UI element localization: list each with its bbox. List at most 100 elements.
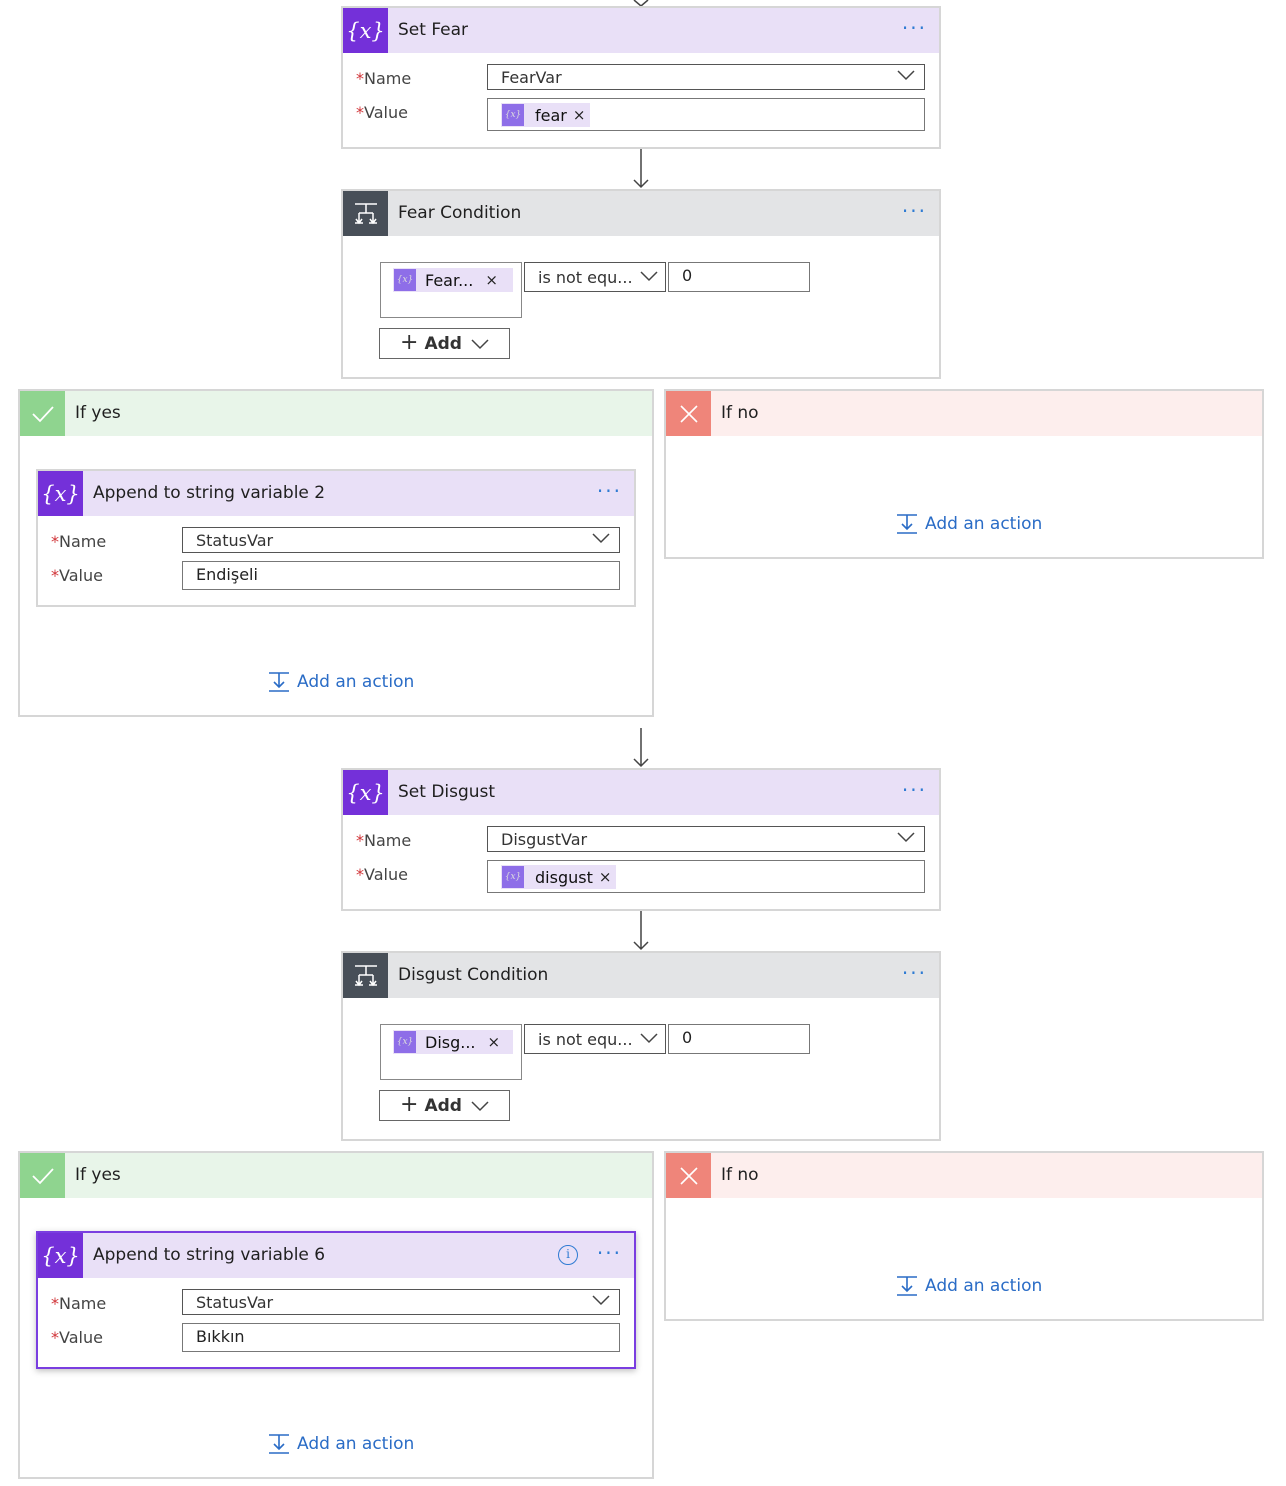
fear-condition-header[interactable]: Fear Condition ···: [343, 191, 939, 236]
condition-operand-box[interactable]: {x} Disg... ×: [380, 1024, 522, 1080]
branch-title: If no: [721, 403, 759, 423]
check-icon: [20, 391, 65, 436]
add-condition-button[interactable]: + Add: [379, 328, 510, 359]
disgust-condition-card[interactable]: Disgust Condition ··· {x} Disg... × is n…: [341, 951, 941, 1141]
disgust-if-yes-branch: If yes {x} Append to string variable 6 i…: [18, 1151, 654, 1479]
connector-arrow: [633, 911, 649, 951]
value-label: *Value: [51, 1328, 103, 1347]
dynamic-content-token[interactable]: {x} fear ×: [501, 103, 591, 127]
add-condition-button[interactable]: + Add: [379, 1090, 510, 1121]
card-title: Append to string variable 2: [93, 483, 326, 503]
info-icon[interactable]: i: [558, 1245, 578, 1265]
set-disgust-header[interactable]: {x} Set Disgust ···: [343, 770, 939, 815]
action-header[interactable]: {x} Append to string variable 2 ···: [38, 471, 634, 516]
dynamic-content-token[interactable]: {x} disgust ×: [501, 865, 617, 889]
card-title: Fear Condition: [398, 203, 522, 223]
more-options-icon[interactable]: ···: [901, 778, 927, 802]
name-dropdown[interactable]: StatusVar: [182, 527, 620, 553]
branch-title: If yes: [75, 1165, 121, 1185]
more-options-icon[interactable]: ···: [596, 1241, 622, 1265]
compare-value-input[interactable]: 0: [668, 1024, 810, 1054]
name-label: *Name: [356, 831, 412, 850]
set-fear-card[interactable]: {x} Set Fear ··· *Name FearVar *Value {x…: [341, 6, 941, 149]
value-label: *Value: [356, 103, 408, 122]
check-icon: [20, 1153, 65, 1198]
add-action-icon: [269, 1434, 289, 1454]
more-options-icon[interactable]: ···: [901, 961, 927, 985]
remove-token-icon[interactable]: ×: [572, 106, 586, 124]
set-fear-header[interactable]: {x} Set Fear ···: [343, 8, 939, 53]
compare-value-input[interactable]: 0: [668, 262, 810, 292]
append-string-variable-2-card[interactable]: {x} Append to string variable 2 ··· *Nam…: [36, 469, 636, 607]
card-title: Disgust Condition: [398, 965, 549, 985]
remove-token-icon[interactable]: ×: [487, 1033, 501, 1051]
branch-title: If no: [721, 1165, 759, 1185]
value-input[interactable]: {x} disgust ×: [487, 860, 925, 893]
add-an-action-link[interactable]: Add an action: [268, 1433, 414, 1455]
add-action-icon: [269, 672, 289, 692]
condition-icon: [343, 191, 388, 236]
value-label: *Value: [356, 865, 408, 884]
name-label: *Name: [356, 69, 412, 88]
value-input[interactable]: Bıkkın: [182, 1323, 620, 1352]
chevron-down-icon: [471, 338, 489, 349]
name-dropdown[interactable]: StatusVar: [182, 1289, 620, 1315]
value-label: *Value: [51, 566, 103, 585]
variable-icon: {x}: [38, 1233, 83, 1278]
variable-icon: {x}: [502, 104, 524, 126]
name-label: *Name: [51, 1294, 107, 1313]
value-input[interactable]: Endişeli: [182, 561, 620, 590]
operator-dropdown[interactable]: is not equ...: [524, 1024, 666, 1054]
add-an-action-link[interactable]: Add an action: [268, 671, 414, 693]
fear-condition-card[interactable]: Fear Condition ··· {x} Fear... × is not …: [341, 189, 941, 379]
close-icon: [666, 391, 711, 436]
add-an-action-link[interactable]: Add an action: [896, 1275, 1042, 1297]
disgust-if-no-branch: If no Add an action: [664, 1151, 1264, 1321]
more-options-icon[interactable]: ···: [596, 479, 622, 503]
set-disgust-card[interactable]: {x} Set Disgust ··· *Name DisgustVar *Va…: [341, 768, 941, 911]
chevron-down-icon: [592, 533, 610, 544]
name-value: FearVar: [501, 68, 562, 87]
name-dropdown[interactable]: DisgustVar: [487, 826, 925, 852]
add-action-icon: [897, 1276, 917, 1296]
connector-arrow: [633, 728, 649, 768]
plus-icon: +: [400, 1091, 419, 1117]
variable-icon: {x}: [394, 269, 416, 291]
name-label: *Name: [51, 532, 107, 551]
condition-icon: [343, 953, 388, 998]
if-no-header[interactable]: If no: [666, 1153, 1262, 1198]
add-an-action-link[interactable]: Add an action: [896, 513, 1042, 535]
chevron-down-icon: [592, 1295, 610, 1306]
chevron-down-icon: [640, 1033, 658, 1044]
variable-icon: {x}: [394, 1031, 416, 1053]
dynamic-content-token[interactable]: {x} Disg... ×: [393, 1030, 513, 1054]
if-yes-header[interactable]: If yes: [20, 391, 652, 436]
variable-icon: {x}: [343, 770, 388, 815]
chevron-down-icon: [471, 1100, 489, 1111]
more-options-icon[interactable]: ···: [901, 199, 927, 223]
remove-token-icon[interactable]: ×: [598, 868, 612, 886]
variable-icon: {x}: [343, 8, 388, 53]
more-options-icon[interactable]: ···: [901, 16, 927, 40]
dynamic-content-token[interactable]: {x} Fear... ×: [393, 268, 513, 292]
variable-icon: {x}: [502, 866, 524, 888]
action-header[interactable]: {x} Append to string variable 6 i ···: [38, 1233, 634, 1278]
chevron-down-icon: [897, 832, 915, 843]
card-title: Set Disgust: [398, 782, 496, 802]
variable-icon: {x}: [38, 471, 83, 516]
chevron-down-icon: [897, 70, 915, 81]
fear-if-yes-branch: If yes {x} Append to string variable 2 ·…: [18, 389, 654, 717]
name-dropdown[interactable]: FearVar: [487, 64, 925, 90]
condition-operand-box[interactable]: {x} Fear... ×: [380, 262, 522, 318]
chevron-down-icon: [640, 271, 658, 282]
card-title: Append to string variable 6: [93, 1245, 326, 1265]
remove-token-icon[interactable]: ×: [485, 271, 498, 289]
connector-arrow: [633, 149, 649, 189]
disgust-condition-header[interactable]: Disgust Condition ···: [343, 953, 939, 998]
operator-dropdown[interactable]: is not equ...: [524, 262, 666, 292]
value-input[interactable]: {x} fear ×: [487, 98, 925, 131]
if-yes-header[interactable]: If yes: [20, 1153, 652, 1198]
append-string-variable-6-card[interactable]: {x} Append to string variable 6 i ··· *N…: [36, 1231, 636, 1369]
if-no-header[interactable]: If no: [666, 391, 1262, 436]
close-icon: [666, 1153, 711, 1198]
